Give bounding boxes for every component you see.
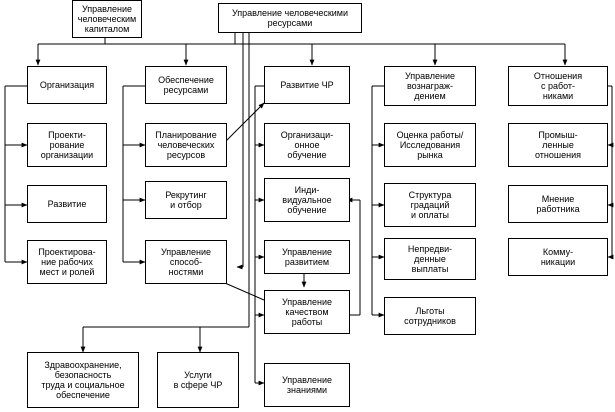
- node-individual-learning: Инди- видуальное обучение: [264, 178, 350, 222]
- node-hr-planning: Планирование человеческих ресурсов: [145, 123, 227, 167]
- node-contingent-pay: Непредви- денные выплаты: [384, 238, 476, 280]
- node-development-management: Управление развитием: [264, 240, 350, 274]
- node-industrial-relations: Промыш- ленные отношения: [508, 123, 608, 167]
- node-resourcing: Обеспечение ресурсами: [145, 66, 227, 104]
- node-employee-relations: Отношения с работ- никами: [508, 66, 608, 106]
- node-health-safety: Здравоохранение, безопасность труда и со…: [27, 352, 139, 408]
- node-performance-management: Управление качеством работы: [264, 290, 350, 334]
- node-communications: Комму- никации: [508, 238, 608, 276]
- node-hr-services: Услуги в сфере ЧР: [157, 352, 239, 408]
- node-hr-management: Управление человеческими ресурсами: [218, 3, 362, 33]
- node-development: Развитие: [27, 185, 107, 223]
- node-job-design: Проектирова- ние рабочих мест и ролей: [27, 240, 107, 284]
- node-employee-voice: Мнение работника: [508, 185, 608, 223]
- node-benefits: Льготы сотрудников: [384, 297, 476, 335]
- node-recruiting: Рекрутинг и отбор: [145, 181, 227, 219]
- node-organization: Организация: [27, 66, 107, 104]
- node-job-evaluation: Оценка работы/ Исследования рынка: [384, 123, 476, 167]
- node-org-design: Проекти- рование организации: [27, 123, 107, 167]
- node-knowledge-management: Управление знаниями: [264, 363, 350, 407]
- node-org-learning: Организаци- онное обучение: [264, 123, 350, 167]
- node-talent-management: Управление способ- ностями: [145, 240, 227, 284]
- node-hr-development: Развитие ЧР: [264, 66, 350, 104]
- node-grade-pay: Структура градаций и оплаты: [384, 183, 476, 227]
- node-human-capital: Управление человеческим капиталом: [72, 0, 142, 38]
- node-reward-management: Управление вознаграж- дением: [384, 66, 476, 106]
